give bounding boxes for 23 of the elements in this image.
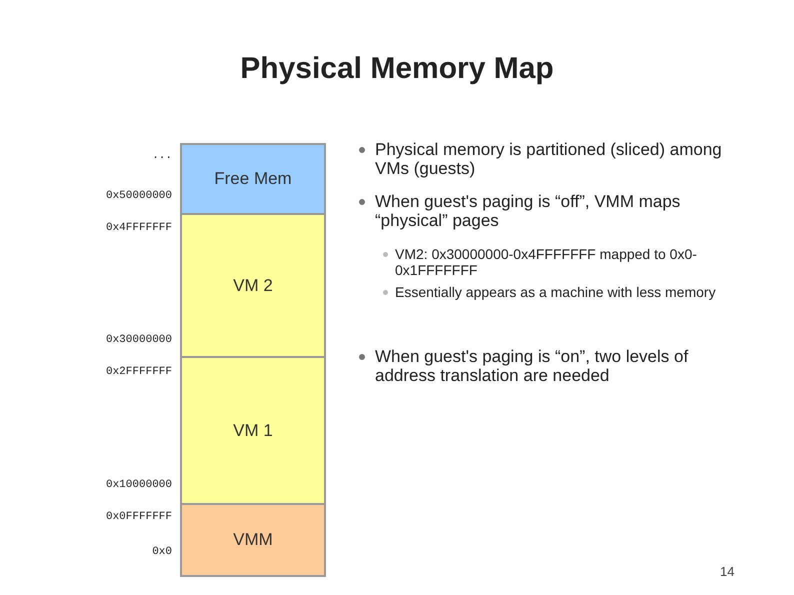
region-label: VM 2 [233, 276, 273, 296]
address-label: 0x0 [152, 546, 172, 558]
memory-region-box [180, 358, 326, 505]
address-label: ... [152, 150, 172, 162]
memory-region-box [180, 505, 326, 577]
address-label: 0x30000000 [106, 334, 172, 346]
address-label: 0x10000000 [106, 479, 172, 491]
region-label: VMM [233, 530, 273, 550]
slide-title: Physical Memory Map [239, 52, 555, 86]
region-label: VM 1 [233, 420, 273, 440]
address-label: 0x2FFFFFFF [106, 366, 172, 378]
memory-region-box [180, 215, 326, 358]
bullet-text: When guest's paging is “on”, two levels of address translation are needed [375, 347, 690, 385]
sub-bullet-text: Essentially appears as a machine with less memory [395, 284, 717, 300]
region-label: Free Mem [214, 169, 292, 189]
memory-region-box [180, 143, 326, 215]
sub-bullet-text: VM2: 0x30000000-0x4FFFFFFF mapped to 0x0-0x1FFFFFFF [395, 246, 698, 278]
bullet-text: Physical memory is partitioned (sliced) among VMs (guests) [375, 140, 723, 178]
address-label: 0x50000000 [106, 190, 172, 202]
address-label: 0x4FFFFFFF [106, 222, 172, 234]
address-label: 0x0FFFFFFF [106, 511, 172, 523]
page-number: 14 [720, 564, 734, 579]
bullet-text: When guest's paging is “off”, VMM maps “physical” pages [375, 192, 682, 230]
